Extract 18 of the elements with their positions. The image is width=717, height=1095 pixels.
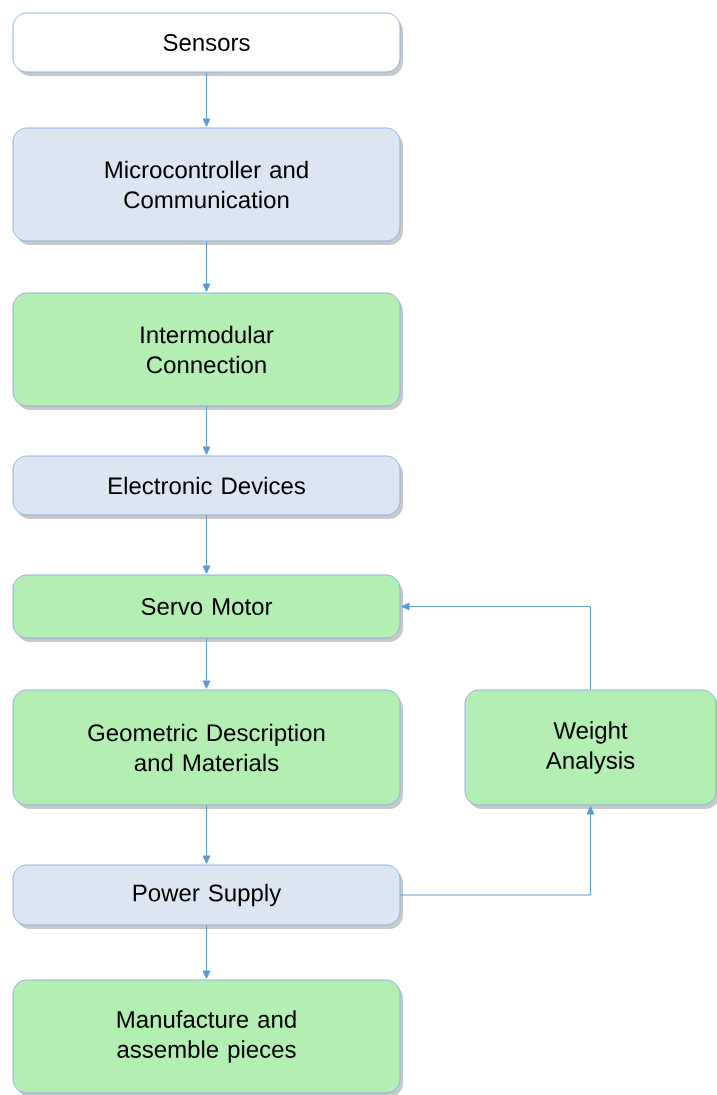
process-box: Manufacture and assemble pieces (12, 979, 403, 1095)
process-box: Intermodular Connection (12, 292, 403, 410)
arrow (202, 515, 211, 574)
process-box: Geometric Description and Materials (12, 689, 403, 809)
arrow (202, 406, 211, 455)
process-box: Servo Motor (12, 574, 403, 642)
arrow (401, 602, 591, 690)
arrow (202, 638, 211, 689)
process-box: Microcontroller and Communication (12, 127, 403, 245)
arrow (202, 925, 211, 979)
process-box: Sensors (12, 12, 403, 76)
arrow (202, 805, 211, 864)
arrow (400, 806, 595, 896)
arrow (202, 72, 211, 127)
arrow (202, 241, 211, 292)
process-box: Power Supply (12, 864, 403, 929)
process-box: Weight Analysis (464, 689, 717, 809)
process-box: Electronic Devices (12, 455, 403, 519)
